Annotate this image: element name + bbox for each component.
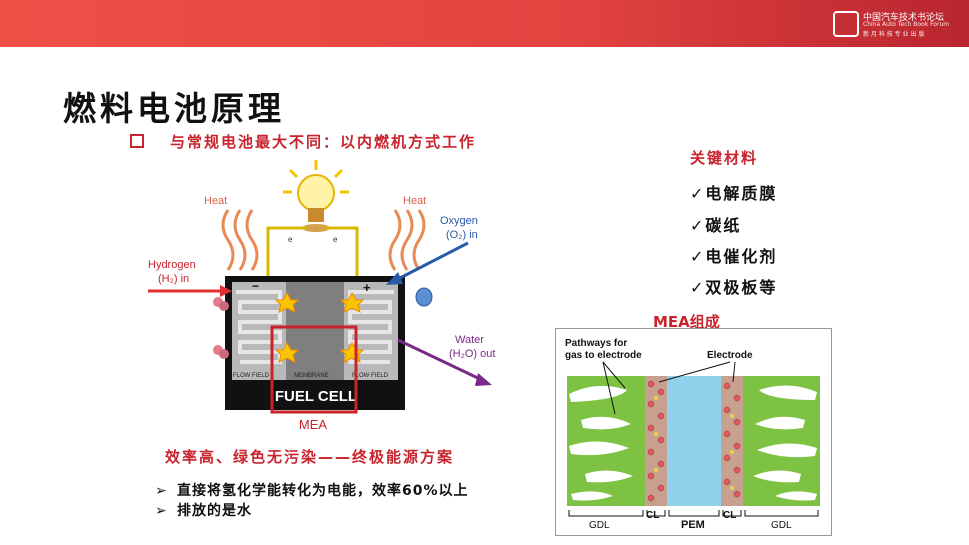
key-material-item: ✓电解质膜 [690, 184, 778, 203]
oxygen-molecule-icon [415, 287, 433, 307]
water-out-arrow-icon [397, 338, 483, 382]
forum-logo: 中国汽车技术书论坛 China Auto Tech Book Forum 新 月… [833, 9, 949, 39]
heat-left-label: Heat [204, 195, 227, 207]
positive-terminal-label: + [363, 280, 371, 295]
negative-terminal-label: − [252, 279, 259, 293]
membrane-label: MEMBRANE [294, 373, 329, 379]
heat-waves-left-icon [221, 209, 259, 271]
bullet-point: ➢ 直接将氢化学能转化为电能，效率60%以上 [155, 480, 469, 500]
hydrogen-molecule-icon [213, 297, 229, 359]
advantage-headline: 效率高、绿色无污染——终极能源方案 [165, 448, 455, 466]
gdl-left-label: GDL [589, 520, 610, 531]
arrow-bullet-icon: ➢ [155, 483, 168, 499]
water-out-label-2: (H₂O) out [449, 348, 495, 360]
electrode-label: Electrode [707, 350, 753, 361]
fuel-cell-label: FUEL CELL [275, 388, 357, 405]
mea-caption: MEA组成 [653, 313, 720, 331]
square-bullet-icon [130, 134, 144, 148]
oxygen-in-label-2: (O₂) in [446, 229, 478, 241]
heat-waves-right-icon [388, 209, 426, 271]
heat-right-label: Heat [403, 195, 426, 207]
mea-label: MEA [299, 417, 328, 432]
flow-field-left-label: FLOW FIELD [233, 373, 270, 379]
pathways-label-1: Pathways for [565, 338, 627, 349]
cl-left-label: CL [646, 510, 659, 521]
logo-line-3: 新 月 科 技 专 业 出 版 [863, 31, 925, 38]
hydrogen-in-label-2: (H₂) in [158, 273, 189, 285]
arrow-bullet-icon: ➢ [155, 503, 168, 519]
mea-highlight-box [270, 325, 358, 414]
key-material-item: ✓碳纸 [690, 216, 742, 235]
bullet-point-text: 直接将氢化学能转化为电能，效率60%以上 [177, 483, 469, 499]
electron-flow-right-label: e [333, 235, 338, 244]
bullet-point-text: 排放的是水 [177, 503, 252, 519]
bullet-point: ➢ 排放的是水 [155, 500, 252, 520]
gdl-right-label: GDL [771, 520, 792, 531]
water-out-label-1: Water [455, 334, 484, 346]
hydrogen-in-label-1: Hydrogen [148, 259, 196, 271]
logo-line-2: China Auto Tech Book Forum [863, 21, 950, 28]
electron-flow-left-label: e [288, 235, 293, 244]
pem-label: PEM [681, 519, 705, 531]
flow-field-right-label: FLOW FIELD [352, 373, 389, 379]
logo-line-1: 中国汽车技术书论坛 [863, 13, 945, 23]
slide-title: 燃料电池原理 [63, 89, 285, 128]
oxygen-in-label-1: Oxygen [440, 215, 478, 227]
oxygen-in-arrow-icon [397, 241, 469, 281]
key-material-item: ✓电催化剂 [690, 247, 778, 266]
cl-right-label: CL [723, 510, 736, 521]
slide-subtitle: 与常规电池最大不同：以内燃机方式工作 [170, 133, 477, 151]
lightbulb-icon [283, 160, 349, 232]
key-materials-title: 关键材料 [690, 149, 759, 167]
logo-screen-icon [833, 11, 859, 37]
header-bar: 中国汽车技术书论坛 China Auto Tech Book Forum 新 月… [0, 0, 969, 47]
key-material-item: ✓双极板等 [690, 278, 778, 297]
pathways-label-2: gas to electrode [565, 350, 642, 361]
mea-composition-diagram: Pathways for gas to electrode Electrode … [555, 328, 832, 536]
